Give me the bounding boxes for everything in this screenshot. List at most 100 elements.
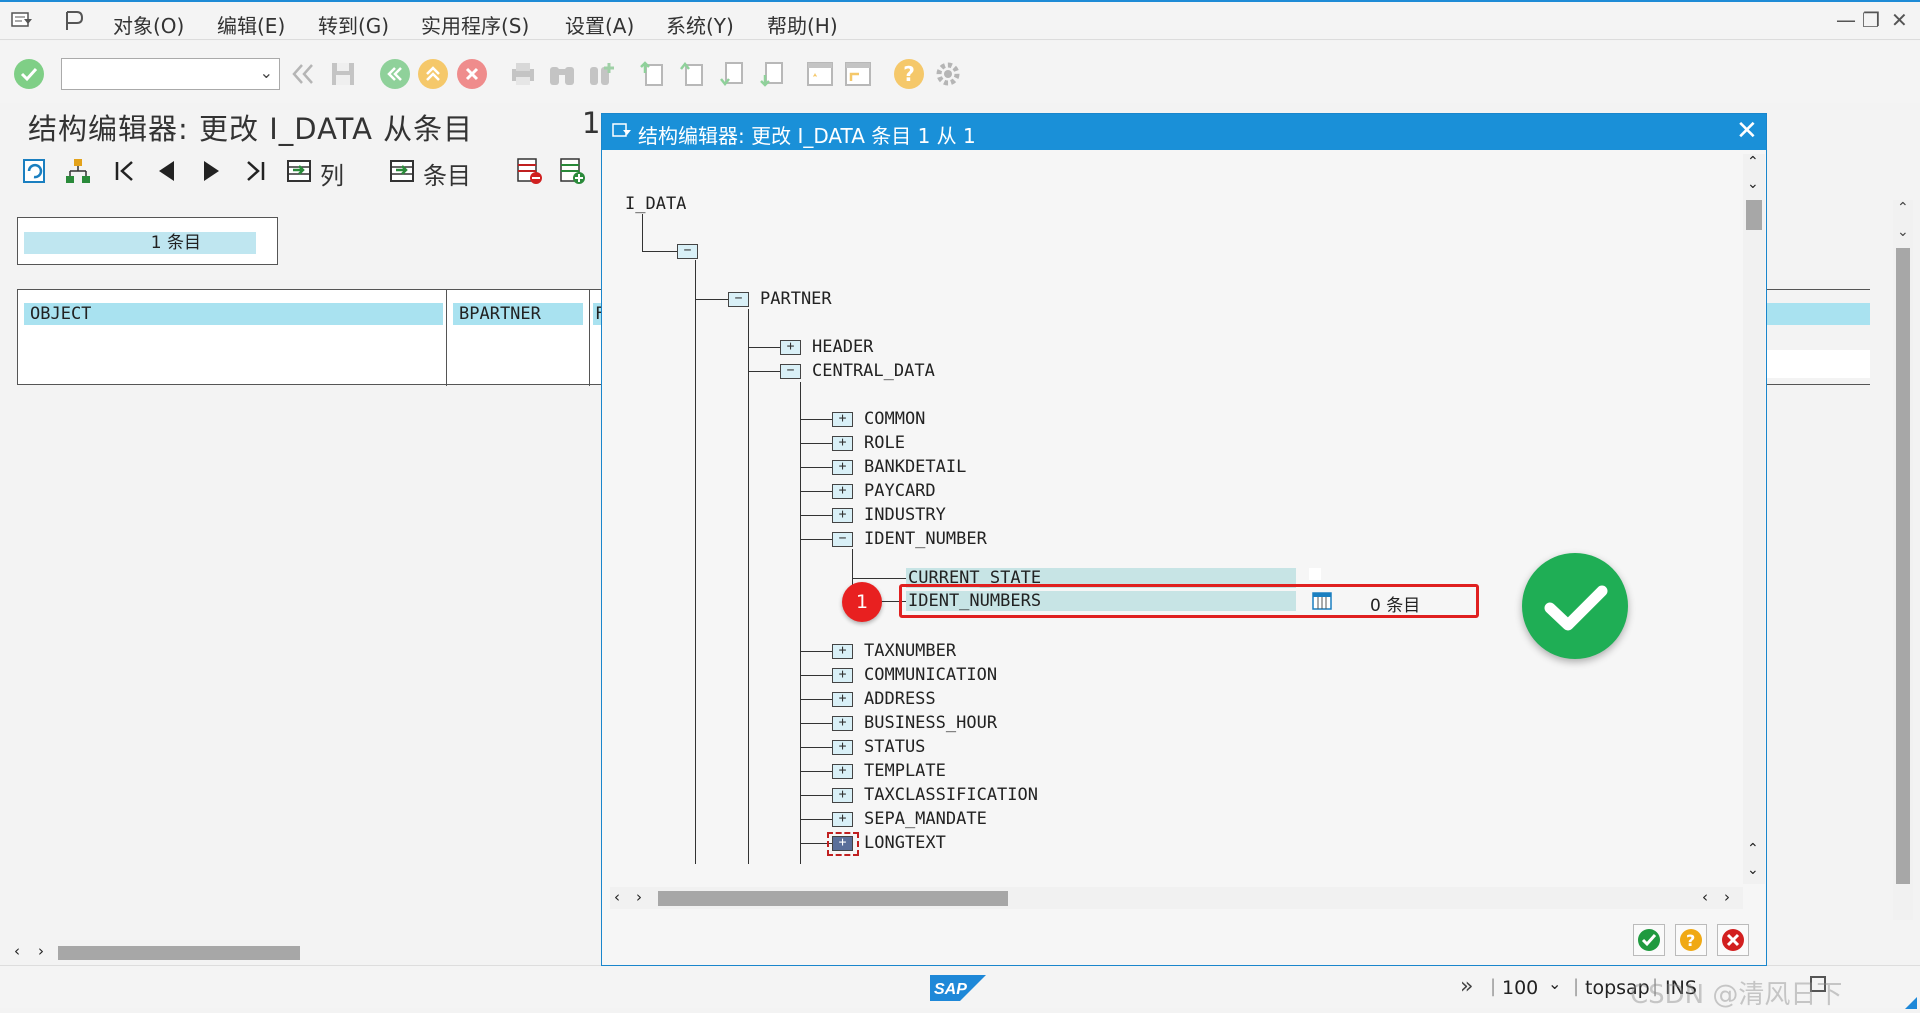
refresh-icon[interactable] [20,156,50,186]
tree-node-header[interactable]: HEADER [812,337,874,357]
help-button[interactable]: ? [1675,924,1707,956]
tree-node-central-data[interactable]: CENTRAL_DATA [812,361,935,381]
expand-icon[interactable]: + [780,340,801,355]
chevron-left-icon[interactable]: ‹ [1702,888,1708,906]
expand-icon[interactable]: + [832,692,853,707]
cancel-button[interactable] [1717,924,1749,956]
menu-utilities[interactable]: 实用程序(S) [421,14,530,38]
expand-icon[interactable]: + [832,812,853,827]
menu-help[interactable]: 帮助(H) [767,14,838,38]
last-page-icon[interactable] [757,59,787,89]
sap-menu-icon[interactable] [10,10,34,30]
chevron-down-icon[interactable]: ⌄ [1548,974,1562,993]
command-field[interactable]: ⌄ [61,58,280,90]
dialog-title-bar[interactable]: 结构编辑器: 更改 I_DATA 条目 1 从 1 ✕ [602,114,1766,150]
dialog-vertical-scrollbar[interactable]: ⌃ ⌄ ⌃ ⌄ [1743,154,1765,884]
tree-node-status[interactable]: STATUS [864,737,926,757]
collapse-icon[interactable]: − [677,244,698,259]
expand-icon[interactable]: + [832,484,853,499]
collapse-icon[interactable]: − [832,532,853,547]
confirm-button[interactable] [1633,924,1665,956]
tree-node-current-state[interactable]: CURRENT_STATE [908,568,1042,588]
new-session-icon[interactable] [805,59,835,89]
exit-icon[interactable] [418,59,448,89]
tree-node-partner[interactable]: PARTNER [760,289,832,309]
tree-node-sepa-mandate[interactable]: SEPA_MANDATE [864,809,987,829]
close-window-button[interactable]: ✕ [1891,8,1908,32]
print-icon[interactable] [508,59,538,89]
menu-edit[interactable]: 编辑(E) [217,14,286,38]
tree-node-template[interactable]: TEMPLATE [864,761,946,781]
chevron-left-icon[interactable]: ‹ [14,942,20,960]
expand-icon[interactable]: + [832,644,853,659]
columns-icon[interactable] [285,156,315,186]
menu-settings[interactable]: 设置(A) [565,14,635,38]
expand-icon[interactable]: + [832,508,853,523]
chevron-down-icon[interactable]: ⌄ [1747,176,1759,192]
table-cell-bpartner[interactable] [453,340,583,368]
settings-gear-icon[interactable] [933,59,963,89]
expand-icon[interactable]: + [832,412,853,427]
back-icon[interactable] [380,59,410,89]
tree-node-industry[interactable]: INDUSTRY [864,505,946,525]
entries-button[interactable]: 条目 [423,162,471,190]
scroll-thumb[interactable] [1896,248,1910,884]
zoom-value[interactable]: 100 [1502,977,1539,999]
system-name[interactable]: topsap [1585,977,1650,999]
expand-icon[interactable]: + [832,836,853,851]
tree-node-address[interactable]: ADDRESS [864,689,936,709]
hierarchy-icon[interactable] [63,156,93,186]
next-entry-icon[interactable] [196,156,226,186]
entries-icon[interactable] [388,156,418,186]
help-icon[interactable]: ? [894,59,924,89]
chevron-up-icon[interactable]: ⌃ [1747,154,1759,170]
previous-page-icon[interactable] [677,59,707,89]
minimize-button[interactable]: — [1836,8,1856,32]
insert-mode[interactable]: INS [1665,977,1697,999]
column-header-object[interactable]: OBJECT [24,303,443,325]
chevron-down-icon[interactable]: ⌄ [1747,862,1759,878]
delete-row-icon[interactable] [515,156,545,186]
tree-node-longtext[interactable]: LONGTEXT [864,833,946,853]
scroll-thumb[interactable] [658,891,1008,906]
chevron-right-icon[interactable]: › [1724,888,1730,906]
chevron-right-icon[interactable]: › [636,888,642,906]
expand-icon[interactable]: + [832,740,853,755]
dialog-horizontal-scrollbar[interactable]: ‹ › ‹ › [610,887,1743,909]
next-page-icon[interactable] [717,59,747,89]
menu-goto[interactable]: 转到(G) [318,14,390,38]
first-page-icon[interactable] [637,59,667,89]
last-entry-icon[interactable] [240,156,270,186]
tree-node-role[interactable]: ROLE [864,433,905,453]
chevron-up-icon[interactable]: ⌃ [1747,841,1759,857]
first-entry-icon[interactable] [110,156,140,186]
expand-icon[interactable]: + [832,788,853,803]
resize-grip-icon[interactable] [1905,994,1917,1009]
cancel-icon[interactable] [457,59,487,89]
scroll-thumb[interactable] [1746,200,1762,230]
dialog-menu-icon[interactable] [612,122,632,140]
scroll-thumb[interactable] [58,946,300,960]
insert-row-icon[interactable] [558,156,588,186]
chevron-right-icon[interactable]: › [38,942,44,960]
expand-icon[interactable]: + [832,764,853,779]
find-next-icon[interactable] [587,59,617,89]
expand-icon[interactable]: + [832,436,853,451]
find-icon[interactable] [547,59,577,89]
table-detail-icon[interactable] [1312,592,1332,610]
tree-node-taxnumber[interactable]: TAXNUMBER [864,641,957,661]
field-row-current-state[interactable] [906,568,1296,588]
chevron-up-icon[interactable]: ⌃ [1897,200,1909,216]
expand-icon[interactable]: + [832,668,853,683]
tree-node-business-hour[interactable]: BUSINESS_HOUR [864,713,998,733]
menu-system[interactable]: 系统(Y) [666,14,734,38]
collapse-icon[interactable]: − [780,364,801,379]
tree-node-communication[interactable]: COMMUNICATION [864,665,998,685]
table-cell-object[interactable] [24,340,443,368]
field-row-ident-numbers[interactable] [906,591,1296,611]
save-icon[interactable] [328,59,358,89]
tree-node-bankdetail[interactable]: BANKDETAIL [864,457,967,477]
back-double-icon[interactable] [288,59,318,89]
tree-node-ident-number[interactable]: IDENT_NUMBER [864,529,987,549]
expand-status-icon[interactable]: » [1460,974,1474,999]
